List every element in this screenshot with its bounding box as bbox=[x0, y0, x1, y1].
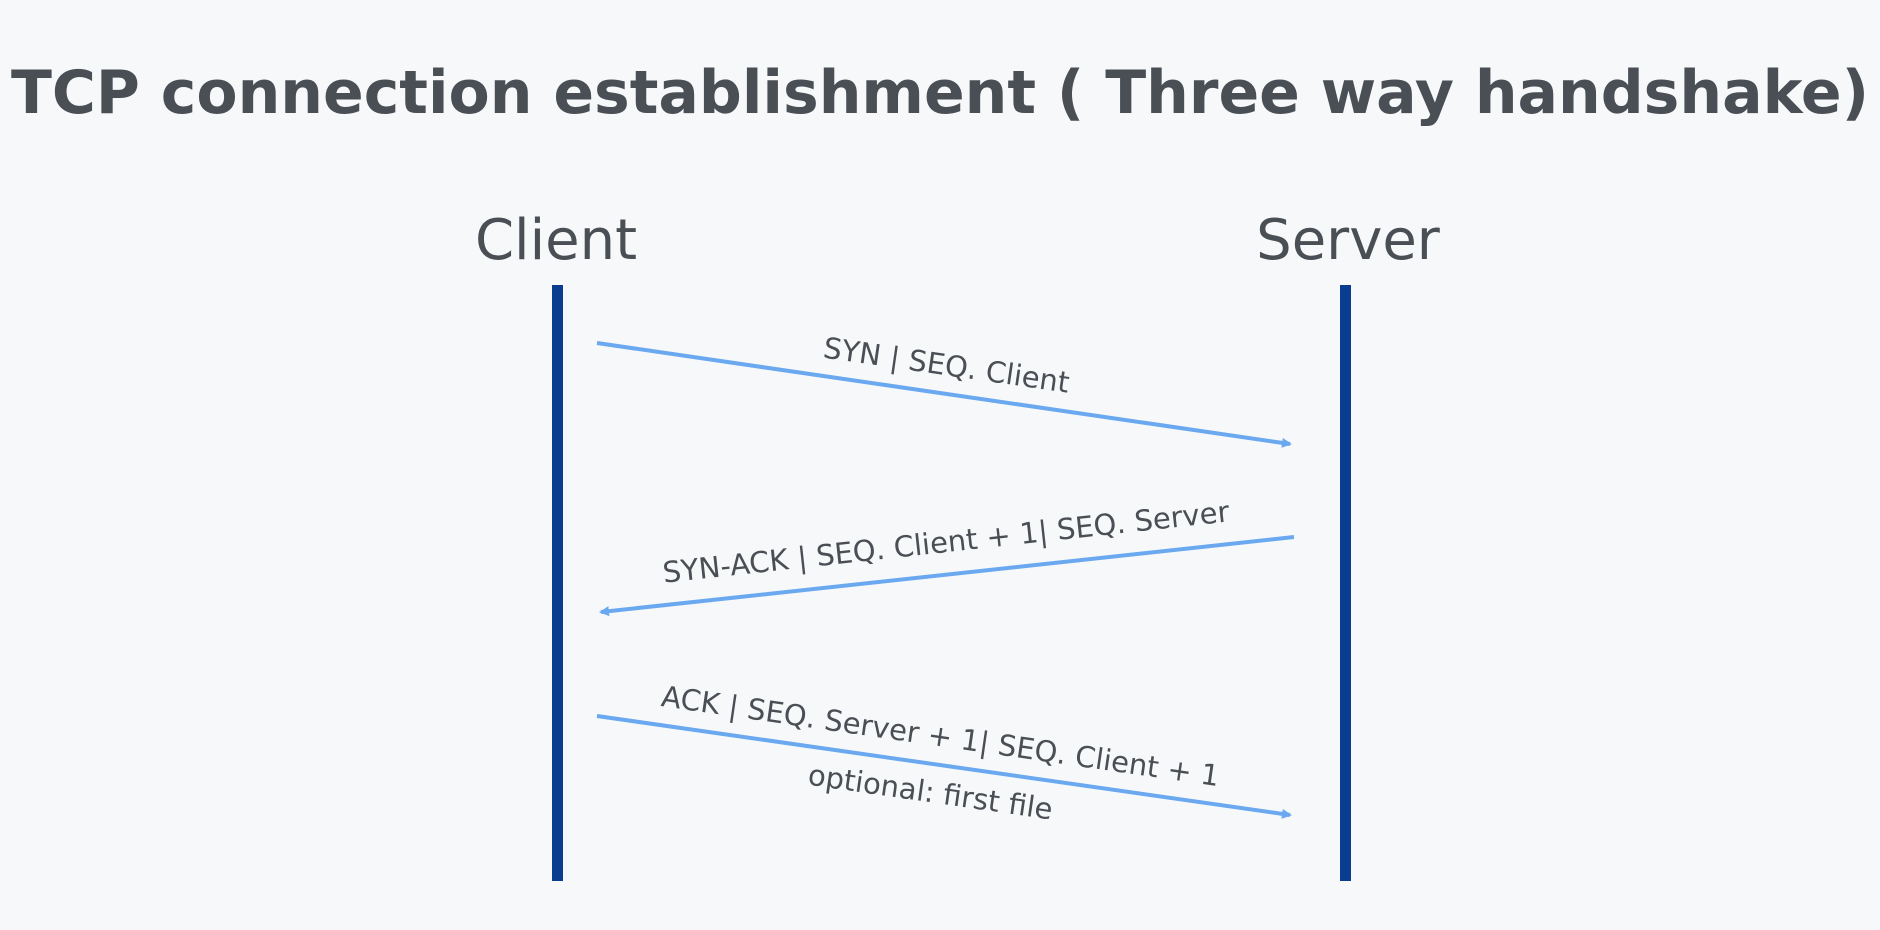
message-syn-ack: SYN-ACK | SEQ. Client + 1| SEQ. Server bbox=[599, 494, 1295, 617]
syn-arrow bbox=[596, 341, 1292, 448]
server-label: Server bbox=[1256, 208, 1440, 273]
ack-arrow bbox=[596, 714, 1292, 819]
message-ack: ACK | SEQ. Server + 1| SEQ. Client + 1 o… bbox=[596, 679, 1292, 827]
ack-sublabel: optional: first file bbox=[806, 758, 1055, 827]
page-title: TCP connection establishment ( Three way… bbox=[10, 58, 1870, 128]
message-syn: SYN | SEQ. Client bbox=[596, 331, 1292, 448]
server-lifeline bbox=[1340, 285, 1351, 881]
syn-ack-arrow bbox=[599, 535, 1295, 617]
client-lifeline bbox=[552, 285, 563, 881]
syn-label: SYN | SEQ. Client bbox=[821, 331, 1071, 400]
client-label: Client bbox=[474, 208, 638, 273]
